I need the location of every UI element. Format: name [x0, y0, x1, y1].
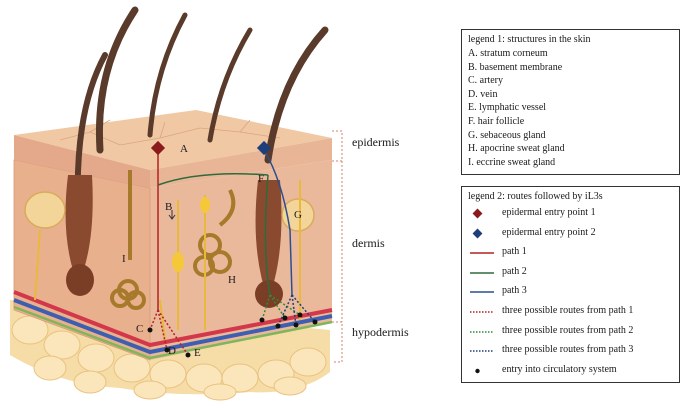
- legend-2-item-label: path 2: [502, 265, 527, 277]
- label-I: I: [122, 253, 126, 265]
- legend-2-item-label: path 3: [502, 285, 527, 297]
- legend-2-item: three possible routes from path 2: [468, 322, 673, 342]
- sensory-receptors: [172, 197, 210, 272]
- dotted-symbol-icon: [470, 330, 494, 333]
- legend-structures: legend 1: structures in the skin A. stra…: [461, 29, 680, 175]
- path-1: [149, 148, 189, 356]
- diamond-symbol-icon: [472, 228, 483, 239]
- legend-2-item-label: three possible routes from path 1: [502, 304, 634, 316]
- legend-1-item: D. vein: [468, 88, 498, 100]
- layer-brackets: [332, 130, 343, 363]
- layer-label-hypodermis: hypodermis: [352, 325, 409, 339]
- legend-2-item: three possible routes from path 1: [468, 302, 673, 322]
- label-E: E: [194, 347, 201, 359]
- line-symbol-icon: [470, 252, 494, 254]
- entry-point-2-marker: [256, 140, 272, 156]
- line-symbol-icon: [470, 271, 494, 274]
- label-D: D: [168, 345, 176, 357]
- sebaceous-glands: [24, 191, 315, 232]
- legend-2-item: three possible routes from path 3: [468, 341, 673, 361]
- label-G: G: [294, 209, 302, 221]
- legend-2-item-label: path 1: [502, 246, 527, 258]
- legend-2-item-label: entry into circulatory system: [502, 363, 617, 375]
- dotted-symbol-icon: [470, 311, 494, 313]
- legend-2-item: entry into circulatory system: [468, 361, 673, 381]
- label-A: A: [180, 143, 188, 155]
- skin-diagram-svg: A B C D E F G H I: [10, 6, 343, 401]
- legend-routes: legend 2: routes followed by iL3s epider…: [461, 186, 680, 383]
- legend-1-item: E. lymphatic vessel: [468, 102, 547, 114]
- line-symbol-icon: [470, 291, 494, 294]
- legend-2-item-label: epidermal entry point 1: [502, 207, 596, 218]
- legend-1-item: F. hair follicle: [468, 115, 525, 127]
- legend-2-rows: epidermal entry point 1 epidermal entry p…: [468, 204, 673, 380]
- legend-1-item: I. eccrine sweat gland: [468, 156, 556, 168]
- legend-2-item-label: three possible routes from path 2: [502, 324, 634, 336]
- basement-arrow-icon: [168, 210, 176, 220]
- entry-point-1-marker: [150, 140, 166, 156]
- legend-1-item: C. artery: [468, 75, 503, 87]
- circulatory-entry-dots: [147, 312, 318, 358]
- legend-1-item: B. basement membrane: [468, 61, 563, 73]
- legend-2-item: path 2: [468, 263, 673, 283]
- dotted-symbol-icon: [470, 350, 494, 352]
- legend-2-item-label: epidermal entry point 2: [502, 226, 596, 238]
- legend-2-title: legend 2: routes followed by iL3s: [468, 191, 603, 202]
- label-C: C: [136, 323, 143, 335]
- legend-2-item: epidermal entry point 1: [468, 204, 673, 224]
- skin-cross-section: A B C D E F G H I: [10, 6, 343, 401]
- legend-1-item: G. sebaceous gland: [468, 129, 546, 141]
- legend-2-item: path 3: [468, 282, 673, 302]
- path-3: [263, 149, 316, 327]
- legend-1-item: A. stratum corneum: [468, 48, 548, 59]
- legend-2-item: path 1: [468, 243, 673, 263]
- legend-2-item-label: three possible routes from path 3: [502, 344, 634, 356]
- label-B: B: [165, 201, 172, 213]
- label-F: F: [258, 173, 264, 185]
- layer-label-epidermis: epidermis: [352, 135, 400, 149]
- layer-label-dermis: dermis: [352, 236, 385, 250]
- dot-symbol-icon: [475, 368, 480, 373]
- blood-vessels: [13, 290, 333, 360]
- label-H: H: [228, 274, 236, 286]
- diamond-symbol-icon: [472, 208, 483, 219]
- legend-1-title: legend 1: structures in the skin: [468, 34, 591, 45]
- legend-1-item: H. apocrine sweat gland: [468, 143, 565, 155]
- hair-follicles: [65, 175, 283, 308]
- legend-2-item: epidermal entry point 2: [468, 224, 673, 244]
- sweat-glands: [110, 170, 236, 310]
- path-2: [157, 173, 301, 321]
